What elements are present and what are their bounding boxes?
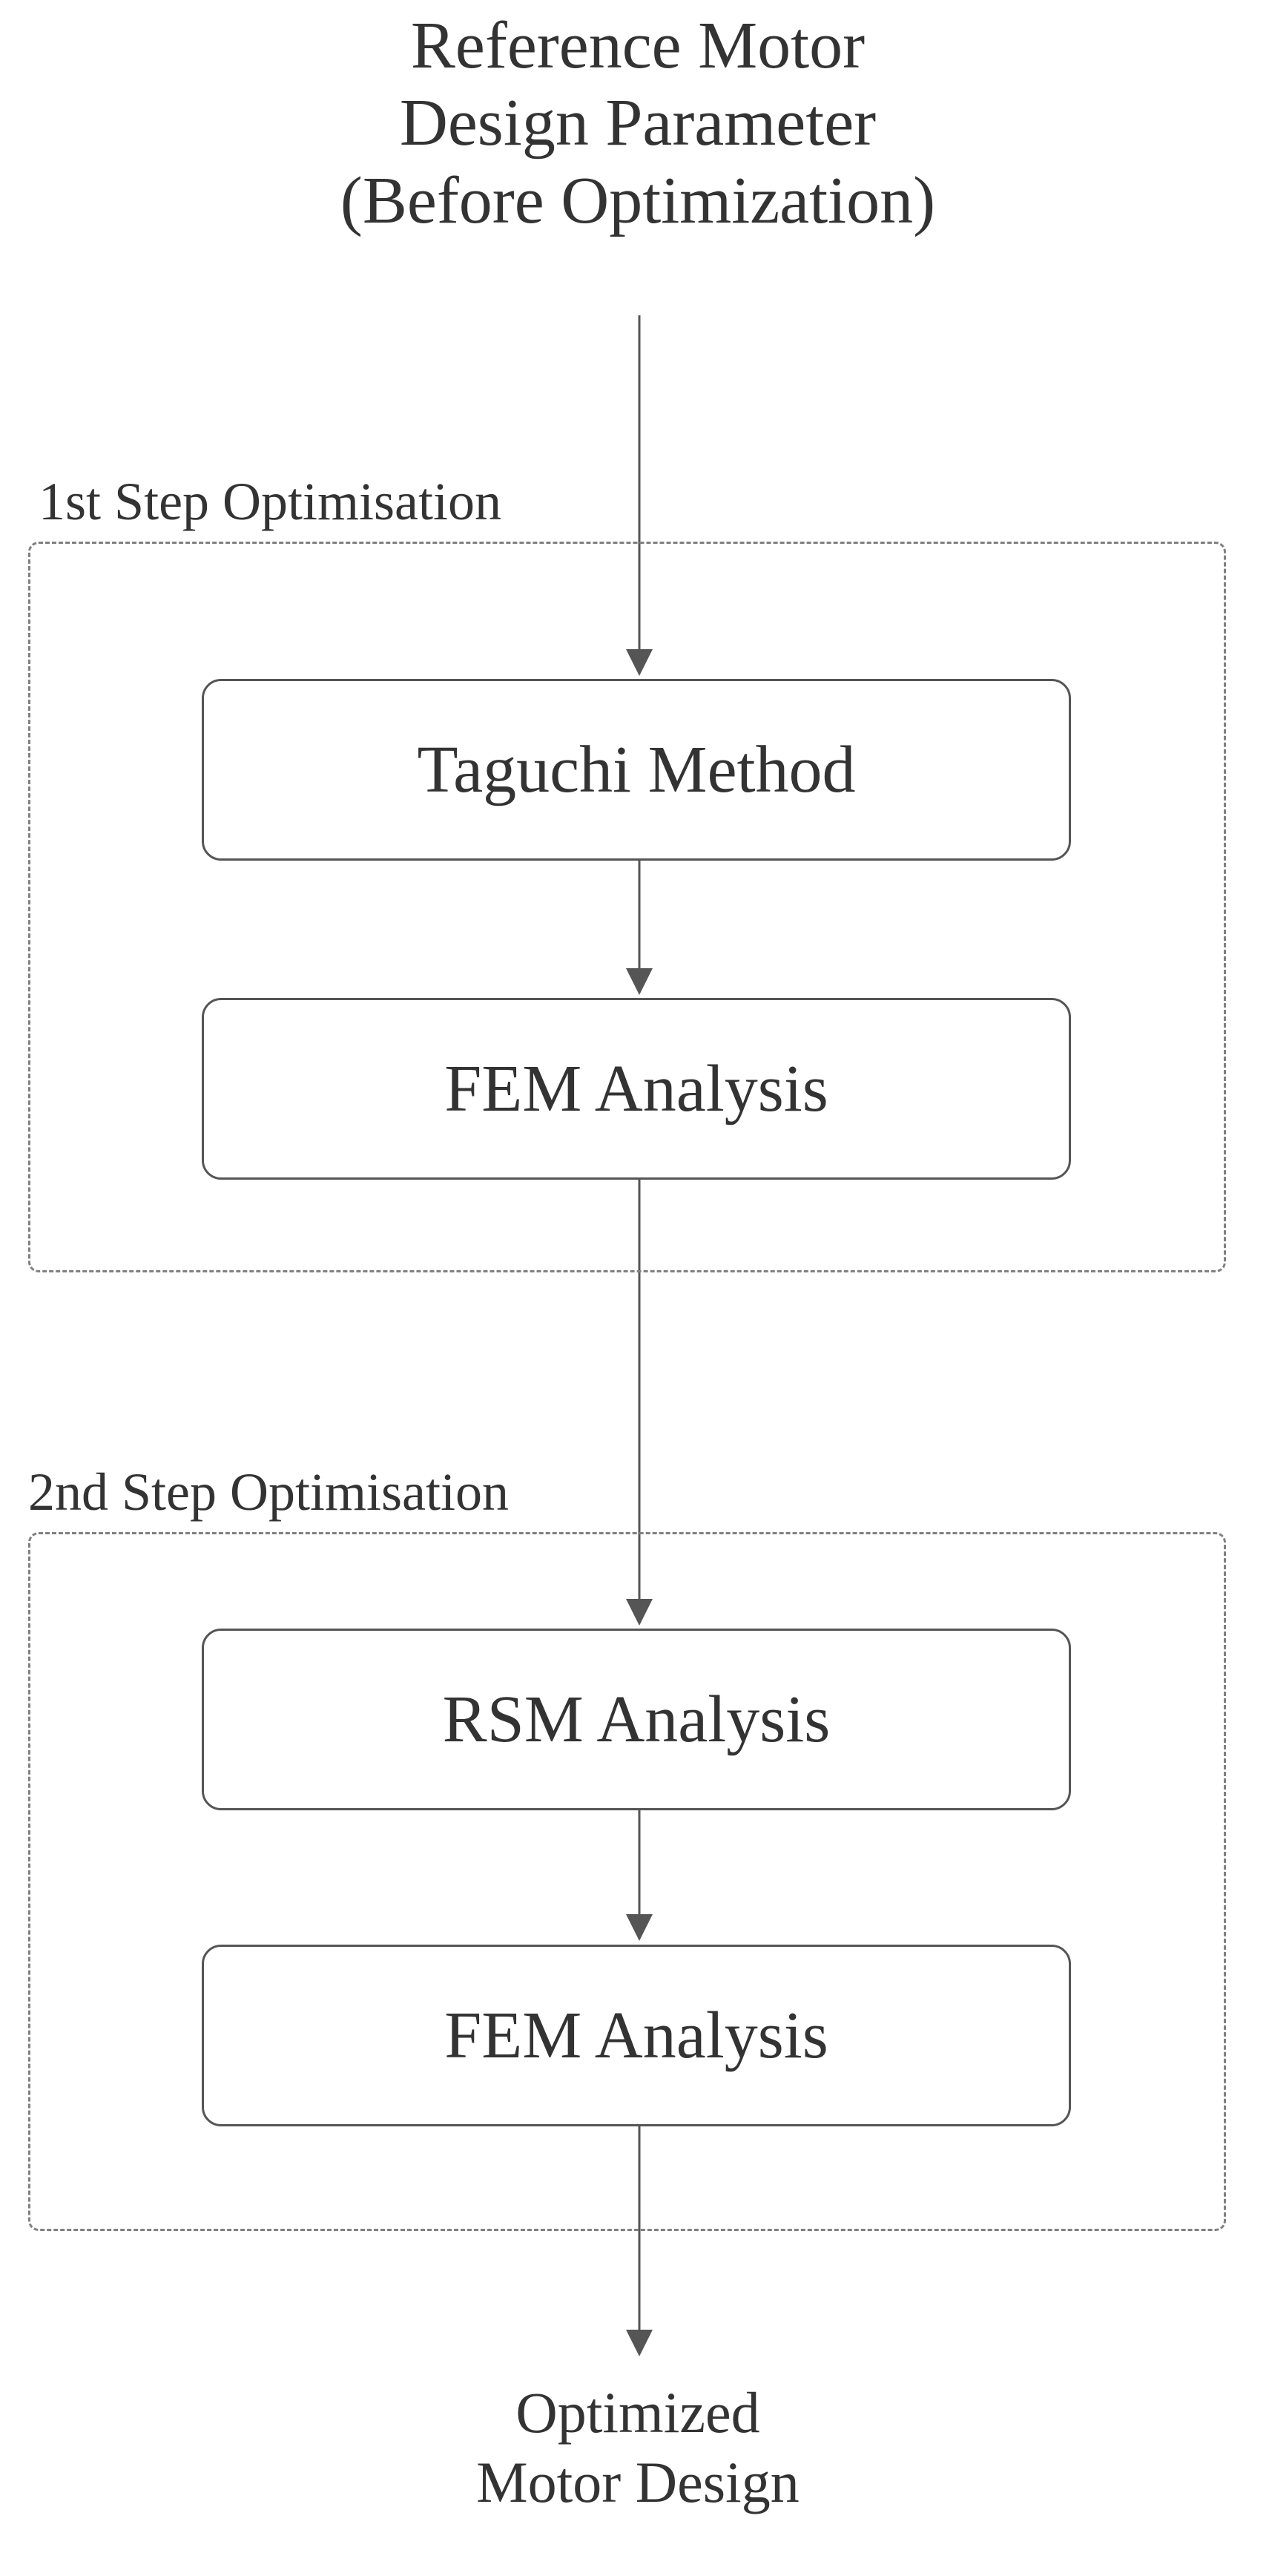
- group-2-label: 2nd Step Optimisation: [28, 1462, 509, 1522]
- group-1-boundary: [28, 542, 1226, 1272]
- process-node-taguchi: Taguchi Method: [202, 679, 1071, 861]
- start-node-label: Reference Motor Design Parameter (Before…: [245, 7, 1031, 240]
- start-line-2: Design Parameter: [399, 86, 877, 160]
- end-line-2: Motor Design: [476, 2449, 800, 2514]
- process-node-label: FEM Analysis: [444, 1052, 828, 1126]
- process-node-rsm: RSM Analysis: [202, 1629, 1071, 1810]
- end-line-1: Optimized: [515, 2380, 760, 2445]
- process-node-label: Taguchi Method: [417, 733, 856, 806]
- group-1-label: 1st Step Optimisation: [39, 472, 502, 531]
- process-node-fem-1: FEM Analysis: [202, 998, 1071, 1180]
- end-node-label: Optimized Motor Design: [378, 2378, 897, 2517]
- group-2-boundary: [28, 1532, 1226, 2231]
- process-node-fem-2: FEM Analysis: [202, 1945, 1071, 2126]
- start-line-1: Reference Motor: [410, 9, 866, 82]
- process-node-label: FEM Analysis: [444, 1999, 828, 2072]
- process-node-label: RSM Analysis: [442, 1683, 831, 1756]
- start-line-3: (Before Optimization): [340, 163, 936, 237]
